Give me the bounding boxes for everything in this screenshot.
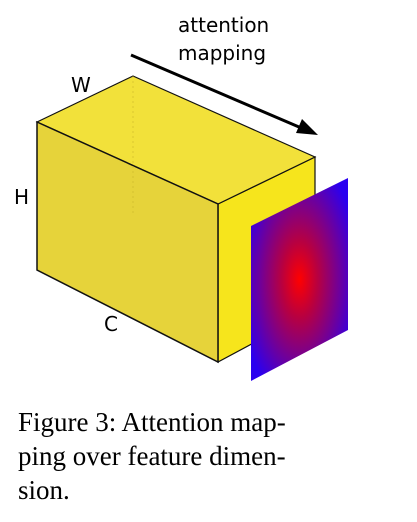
attention-mapping-diagram: attention mapping W H C [14, 13, 348, 381]
arrow-label-line2: mapping [178, 41, 266, 65]
attention-arrow [130, 53, 318, 135]
figure-caption: Figure 3: Attention map- ping over featu… [18, 405, 378, 507]
caption-line-2: ping over feature dimen- [18, 441, 286, 471]
label-height: H [14, 185, 29, 209]
arrow-label-line1: attention [178, 13, 269, 37]
caption-line-1: Figure 3: Attention map- [18, 407, 286, 437]
cube-front-face [36, 120, 219, 364]
caption-line-3: sion. [18, 475, 70, 505]
label-width: W [71, 73, 91, 97]
label-channels: C [104, 312, 118, 336]
attention-map-plane [251, 178, 348, 381]
